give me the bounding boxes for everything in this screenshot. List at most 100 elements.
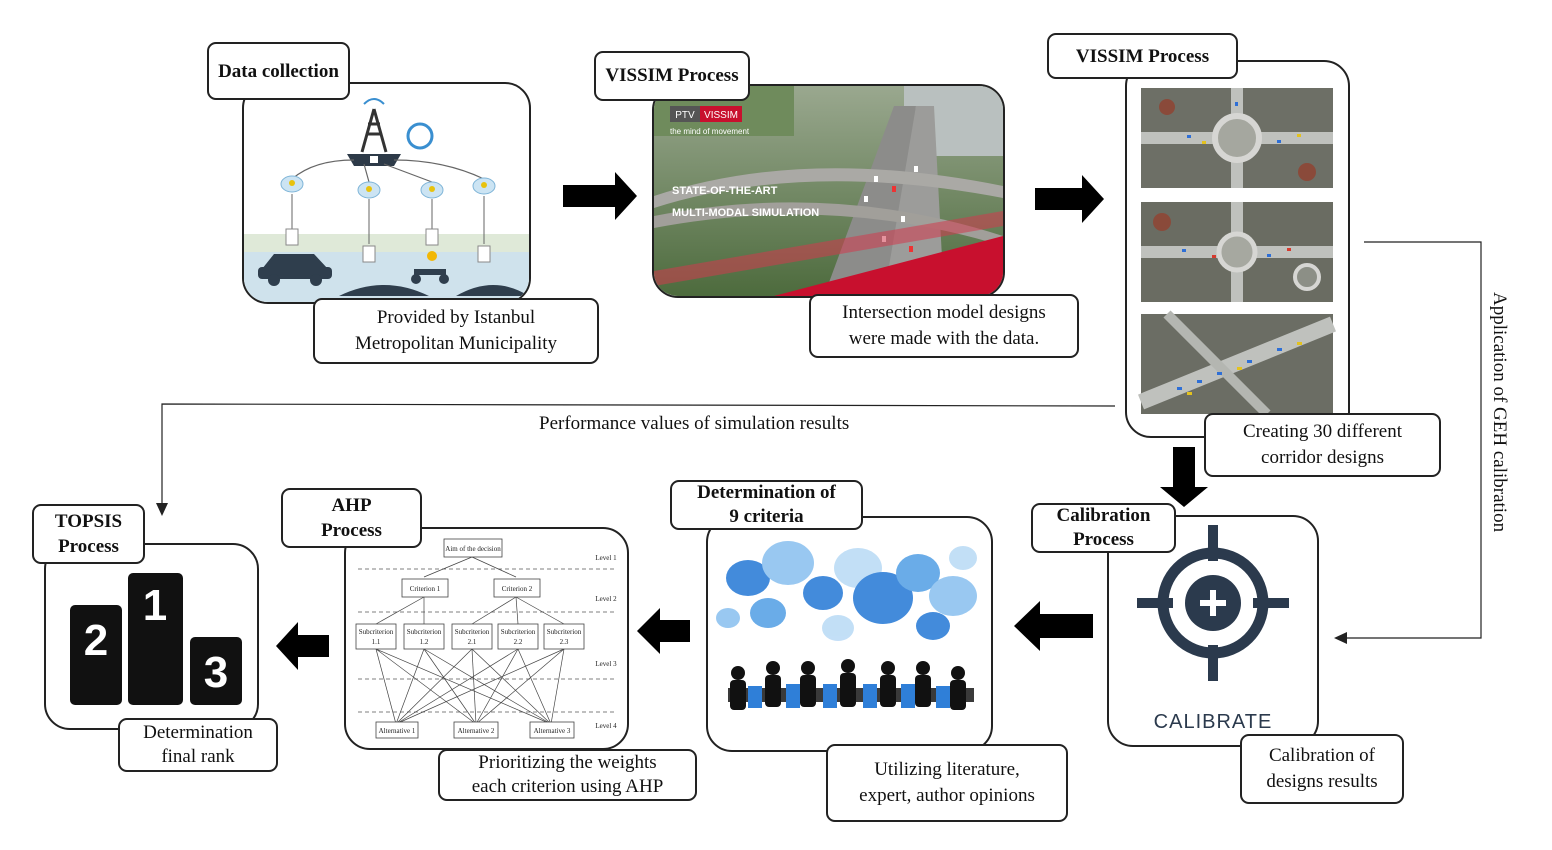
tower-icon bbox=[360, 108, 388, 153]
podium-icon: 2 1 3 bbox=[70, 573, 242, 705]
ahp-level-1: Level 1 bbox=[595, 554, 617, 562]
intersection-image-3 bbox=[1137, 310, 1337, 418]
calibration-title-line1: Calibration bbox=[1056, 505, 1151, 526]
vissim-tag-1: VISSIM Process bbox=[594, 51, 750, 101]
vissim-panel-1: PTV VISSIM the mind of movement STATE-OF… bbox=[652, 84, 1005, 298]
topsis-title-line1: TOPSIS bbox=[54, 511, 123, 532]
topsis-tag: TOPSIS Process bbox=[32, 504, 145, 564]
vissim-headline-1: STATE-OF-THE-ART bbox=[672, 185, 778, 197]
data-collection-note-line2: Metropolitan Municipality bbox=[354, 333, 558, 354]
car-icon bbox=[258, 254, 332, 286]
vissim-title-2: VISSIM Process bbox=[1075, 45, 1210, 67]
scooter-icon bbox=[411, 251, 449, 284]
ahp-note-line1: Prioritizing the weights bbox=[478, 752, 657, 773]
topsis-panel: 2 1 3 bbox=[44, 543, 259, 730]
intersection-image-2 bbox=[1141, 202, 1333, 302]
performance-feedback-label: Performance values of simulation results bbox=[539, 413, 850, 434]
ahp-note: Prioritizing the weights each criterion … bbox=[438, 749, 697, 801]
podium-rank-2: 2 bbox=[84, 616, 108, 665]
vissim-slogan: the mind of movement bbox=[670, 127, 750, 136]
geh-feedback-head bbox=[1334, 632, 1347, 644]
podium-rank-3: 3 bbox=[204, 648, 228, 697]
vissim-note-2: Creating 30 different corridor designs bbox=[1204, 413, 1441, 477]
vissim-note-1-line2: were made with the data. bbox=[848, 328, 1040, 349]
data-collection-note-line1: Provided by Istanbul bbox=[376, 307, 536, 328]
performance-feedback-line bbox=[161, 403, 1116, 505]
ahp-sub-2-b: 1.2 bbox=[420, 638, 429, 646]
ahp-note-line2: each criterion using AHP bbox=[471, 776, 664, 797]
vissim-highway-photo: PTV VISSIM the mind of movement STATE-OF… bbox=[654, 86, 1003, 296]
ahp-tag: AHP Process bbox=[281, 488, 422, 548]
ahp-level-2: Level 2 bbox=[595, 595, 617, 603]
calibration-note: Calibration of designs results bbox=[1240, 734, 1404, 804]
ahp-criterion-2: Criterion 2 bbox=[502, 585, 533, 593]
vissim-brand-ptv: PTV bbox=[675, 110, 695, 121]
arrow-left-1 bbox=[1014, 601, 1093, 651]
vissim-note-2-line1: Creating 30 different bbox=[1243, 421, 1402, 442]
vissim-note-1-line1: Intersection model designs bbox=[842, 302, 1046, 323]
sync-icon bbox=[406, 122, 434, 150]
ahp-title-line2: Process bbox=[321, 520, 382, 541]
corridor-designs-images bbox=[1137, 88, 1337, 418]
vissim-brand-vissim: VISSIM bbox=[704, 110, 738, 121]
data-collection-title: Data collection bbox=[218, 60, 339, 82]
calibration-note-line1: Calibration of bbox=[1268, 745, 1376, 766]
geh-calibration-label: Application of GEH calibration bbox=[1489, 292, 1510, 533]
vissim-note-1: Intersection model designs were made wit… bbox=[809, 294, 1079, 358]
data-collection-tag: Data collection bbox=[207, 42, 350, 100]
ahp-sub-5-b: 2.3 bbox=[560, 638, 569, 646]
iot-network-illustration bbox=[244, 98, 529, 302]
ahp-goal: Aim of the decision bbox=[445, 545, 501, 553]
calibrate-logo-text: CALIBRATE bbox=[1154, 711, 1273, 733]
vissim-note-2-line2: corridor designs bbox=[1261, 447, 1384, 468]
criteria-note-line1: Utilizing literature, bbox=[874, 759, 1020, 780]
meeting-speech-bubbles bbox=[716, 541, 977, 710]
criteria-title-line2: 9 criteria bbox=[729, 506, 804, 527]
ahp-sub-3-a: Subcriterion bbox=[455, 628, 490, 636]
ahp-sub-2-a: Subcriterion bbox=[407, 628, 442, 636]
ahp-hierarchy-diagram: Aim of the decision Criterion 1 Criterio… bbox=[355, 538, 617, 739]
calibration-title-line2: Process bbox=[1073, 529, 1134, 550]
topsis-note: Determination final rank bbox=[118, 718, 278, 772]
criteria-panel bbox=[706, 516, 993, 752]
calibrate-target-icon: CALIBRATE bbox=[1137, 525, 1289, 733]
data-collection-note: Provided by Istanbul Metropolitan Munici… bbox=[313, 298, 599, 364]
vissim-tag-2: VISSIM Process bbox=[1047, 33, 1238, 79]
arrow-right-2 bbox=[1035, 175, 1104, 223]
podium-rank-1: 1 bbox=[143, 581, 167, 630]
arrow-left-3 bbox=[276, 622, 329, 670]
criteria-tag: Determination of 9 criteria bbox=[670, 480, 863, 530]
ahp-title-line1: AHP bbox=[331, 495, 372, 516]
topsis-title-line2: Process bbox=[58, 536, 119, 557]
arrow-left-2 bbox=[637, 608, 690, 654]
topsis-note-line1: Determination bbox=[143, 722, 253, 743]
ahp-alternative-3: Alternative 3 bbox=[534, 727, 571, 735]
ahp-panel: Aim of the decision Criterion 1 Criterio… bbox=[344, 527, 629, 750]
meeting-people bbox=[730, 659, 966, 710]
vissim-title-1: VISSIM Process bbox=[605, 65, 739, 86]
criteria-note-line2: expert, author opinions bbox=[859, 785, 1035, 806]
arrow-down-1 bbox=[1160, 447, 1208, 507]
criteria-title-line1: Determination of bbox=[697, 482, 836, 503]
ahp-sub-1-b: 1.1 bbox=[372, 638, 381, 646]
performance-feedback-head bbox=[156, 503, 168, 516]
vissim-panel-2 bbox=[1125, 60, 1350, 438]
ahp-sub-4-b: 2.2 bbox=[514, 638, 523, 646]
ahp-alternative-2: Alternative 2 bbox=[458, 727, 495, 735]
ahp-sub-4-a: Subcriterion bbox=[501, 628, 536, 636]
vissim-headline-2: MULTI-MODAL SIMULATION bbox=[672, 207, 819, 219]
calibration-note-line2: designs results bbox=[1266, 771, 1378, 792]
geh-feedback-line bbox=[1345, 241, 1482, 639]
ahp-sub-1-a: Subcriterion bbox=[359, 628, 394, 636]
calibration-panel: CALIBRATE bbox=[1107, 515, 1319, 747]
ahp-level-4: Level 4 bbox=[595, 722, 617, 730]
intersection-image-1 bbox=[1141, 88, 1333, 188]
sensor-nodes bbox=[280, 175, 496, 199]
ahp-sub-5-a: Subcriterion bbox=[547, 628, 582, 636]
criteria-note: Utilizing literature, expert, author opi… bbox=[826, 744, 1068, 822]
ahp-sub-3-b: 2.1 bbox=[468, 638, 477, 646]
ahp-criterion-1: Criterion 1 bbox=[410, 585, 441, 593]
arrow-right-1 bbox=[563, 172, 637, 220]
topsis-note-line2: final rank bbox=[161, 746, 235, 767]
